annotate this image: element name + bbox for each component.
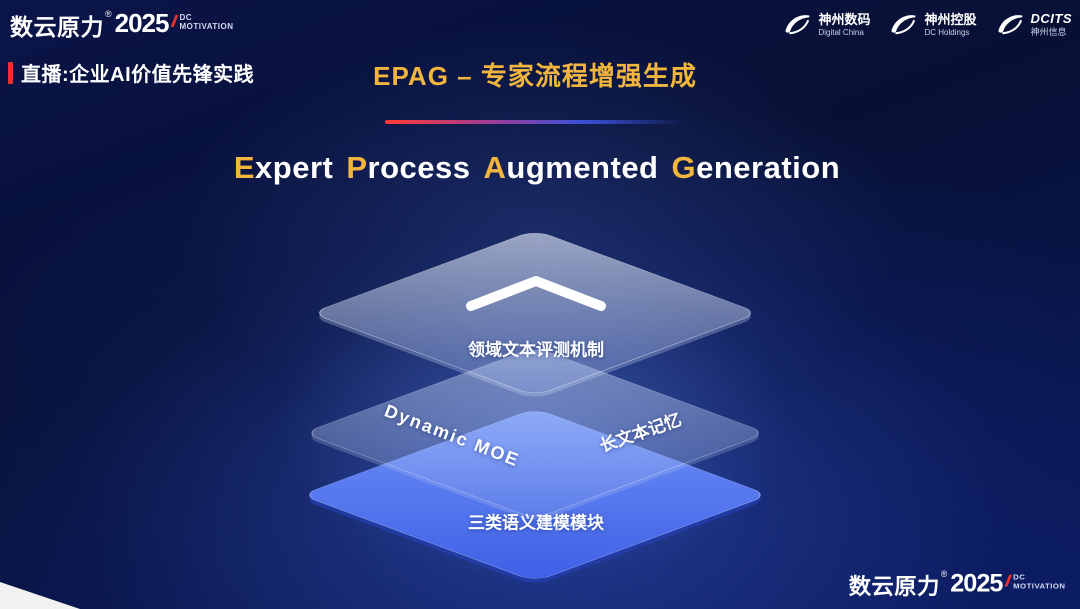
chevron-up-icon (466, 276, 606, 311)
partner-text: 神州数码 Digital China (818, 11, 871, 37)
brand-dc: DC (179, 13, 193, 22)
live-badge: 直播:企业AI价值先锋实践 (8, 58, 254, 87)
brand-logo-bottom: 数云原力 ® 2025 DC MOTIVATION (849, 568, 1066, 601)
partner-subname: DC Holdings (924, 27, 970, 37)
red-bar-icon (8, 61, 13, 84)
partner-name: 神州控股 (924, 11, 977, 27)
brand-name: 数云原力 (10, 14, 104, 40)
corner-light-sliver (0, 582, 80, 609)
title-gradient-underline (385, 120, 685, 124)
partner-subname: 神州信息 (1030, 27, 1067, 38)
subtitle-word: Expert (233, 150, 334, 185)
top-layer-label: 领域文本评测机制 (468, 340, 604, 360)
brand-year: 2025 (114, 8, 170, 38)
brand-name: 数云原力 (849, 573, 941, 600)
brand-year: 2025 (950, 568, 1004, 598)
swoosh-icon (997, 15, 1023, 35)
partner-text: DCITS 神州信息 (1030, 11, 1073, 38)
swoosh-icon (891, 15, 917, 35)
brand-motivation: MOTIVATION (179, 22, 234, 32)
brand-red-slash-icon (171, 15, 179, 27)
partner-logos: 神州数码 Digital China 神州控股 DC Holdings DCIT… (782, 10, 1072, 40)
brand-motivation: MOTIVATION (1013, 581, 1066, 591)
subtitle-word: Augmented (483, 150, 659, 185)
brand-subtext: DC MOTIVATION (1014, 573, 1066, 591)
subtitle-word: Generation (671, 150, 841, 185)
brand-subtext: DC MOTIVATION (179, 13, 233, 31)
partner-logo-dc-holdings: 神州控股 DC Holdings (888, 10, 977, 40)
brand-logo-top: 数云原力 ® 2025 DC MOTIVATION (10, 8, 234, 42)
brand-red-slash-icon (1005, 574, 1014, 587)
brand-registered-mark: ® (105, 9, 112, 19)
english-subtitle: Expert Process Augmented Generation (234, 150, 840, 186)
swoosh-icon (785, 15, 811, 35)
page-title: EPAG – 专家流程增强生成 (373, 61, 697, 91)
partner-logo-digital-china: 神州数码 Digital China (782, 10, 870, 40)
brand-dc: DC (1013, 572, 1026, 582)
bottom-layer-label: 三类语义建模模块 (468, 513, 604, 533)
brand-registered-mark: ® (941, 568, 948, 579)
partner-logo-dcits: DCITS 神州信息 (995, 10, 1073, 40)
partner-subname: Digital China (818, 27, 864, 37)
live-badge-label: 直播:企业AI价值先锋实践 (21, 64, 255, 86)
partner-name: DCITS (1030, 11, 1072, 27)
partner-text: 神州控股 DC Holdings (924, 11, 977, 37)
partner-name: 神州数码 (818, 11, 871, 27)
subtitle-word: Process (346, 150, 471, 185)
